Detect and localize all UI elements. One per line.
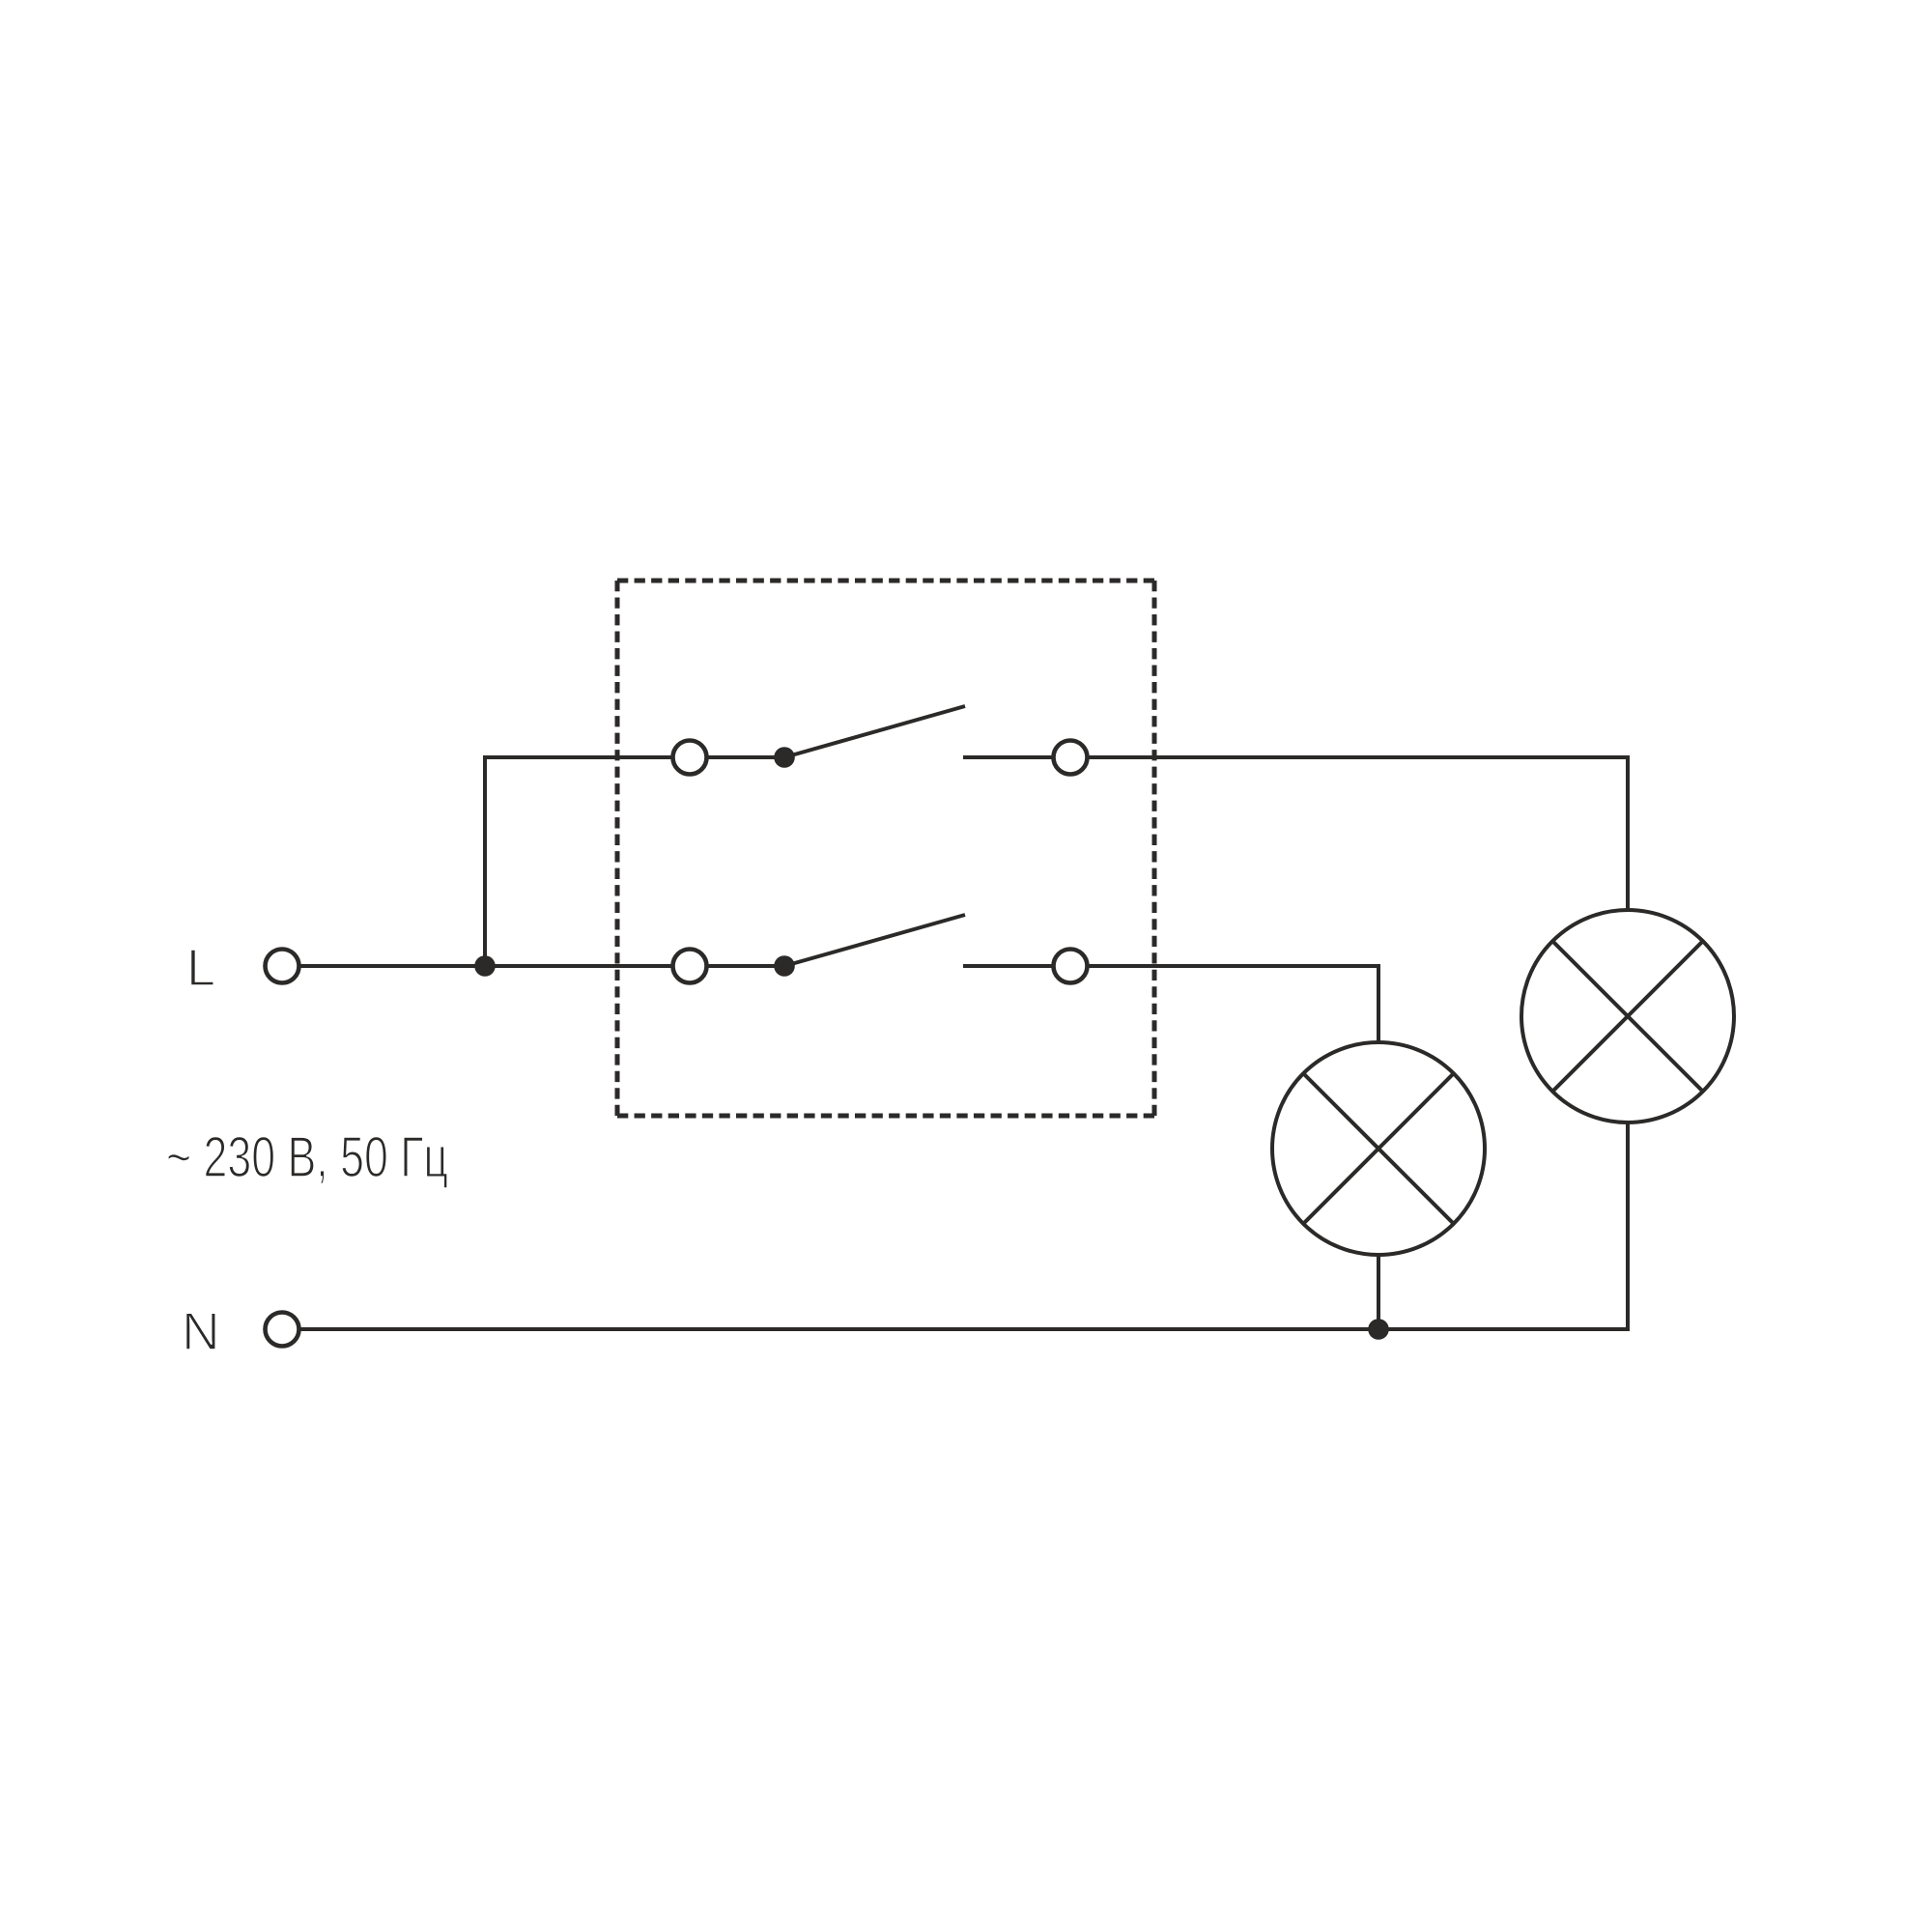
svg-text:~ 230 В, 50 Гц: ~ 230 В, 50 Гц xyxy=(166,1125,448,1189)
svg-text:L: L xyxy=(186,939,215,997)
svg-text:N: N xyxy=(182,1301,220,1361)
